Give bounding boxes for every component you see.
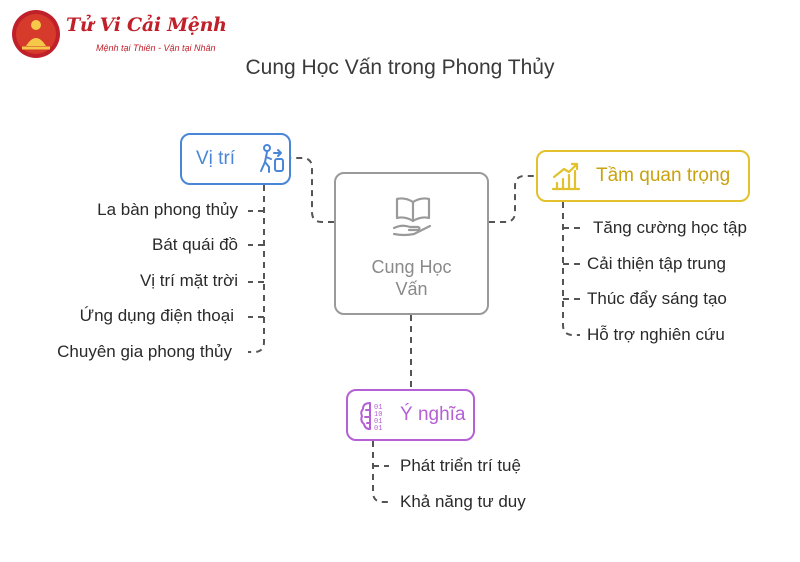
- svg-text:01: 01: [374, 404, 382, 412]
- tam-quan-trong-label: Tầm quan trọng: [596, 165, 731, 186]
- y-nghia-label: Ý nghĩa: [400, 404, 466, 425]
- vi-tri-node[interactable]: Vị trí: [180, 133, 291, 185]
- buddha-logo-icon: [12, 10, 60, 58]
- svg-text:01: 01: [374, 418, 382, 426]
- logo-subtitle: Mệnh tại Thiên - Vận tại Nhân: [96, 43, 216, 53]
- vi-tri-label: Vị trí: [196, 148, 236, 169]
- y-nghia-item: Khả năng tư duy: [400, 492, 526, 511]
- vi-tri-item: La bàn phong thủy: [97, 200, 238, 219]
- tam-quan-trong-item: Tăng cường học tập: [593, 218, 747, 237]
- vi-tri-item: Chuyên gia phong thủy: [57, 342, 232, 361]
- vi-tri-item: Vị trí mặt trời: [139, 271, 238, 290]
- logo-title: Tử Vi Cải Mệnh: [66, 14, 227, 36]
- center-label: Cung Học Vấn: [371, 257, 452, 299]
- brand-logo[interactable]: Tử Vi Cải Mệnh Mệnh tại Thiên - Vận tại …: [8, 6, 227, 62]
- svg-text:01: 01: [374, 425, 382, 433]
- tam-quan-trong-item: Hỗ trợ nghiên cứu: [587, 325, 725, 344]
- brain-binary-icon: 01 10 01 01: [358, 399, 392, 438]
- person-direction-icon: [258, 143, 286, 180]
- y-nghia-node[interactable]: 01 10 01 01 Ý nghĩa: [346, 389, 475, 441]
- tam-quan-trong-item: Cải thiện tập trung: [587, 254, 726, 273]
- vi-tri-item: Ứng dụng điện thoại: [79, 306, 234, 325]
- page-title: Cung Học Vấn trong Phong Thủy: [245, 56, 555, 79]
- tam-quan-trong-item: Thúc đẩy sáng tạo: [587, 289, 727, 308]
- tam-quan-trong-node[interactable]: Tầm quan trọng: [536, 150, 750, 202]
- growth-chart-icon: [550, 161, 582, 198]
- vi-tri-item: Bát quái đồ: [151, 235, 238, 254]
- y-nghia-item: Phát triển trí tuệ: [400, 456, 521, 475]
- open-book-hand-icon: [390, 194, 436, 243]
- svg-text:10: 10: [374, 411, 382, 419]
- center-node[interactable]: Cung Học Vấn: [334, 172, 489, 315]
